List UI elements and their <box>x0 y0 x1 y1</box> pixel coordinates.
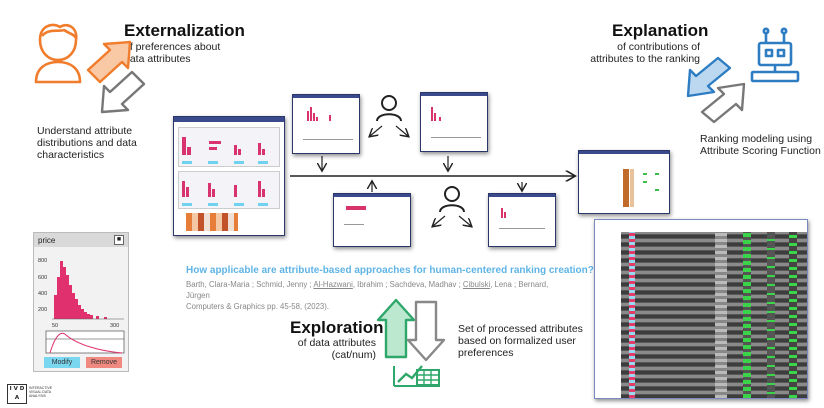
ranking-table-screenshot <box>594 219 808 399</box>
histogram-bars <box>54 261 107 319</box>
explanation-arrows-icon <box>686 56 746 124</box>
ivda-logo: I V D A INTERACTIVE VISUAL DATA ANALYSIS <box>7 384 57 404</box>
price-attribute-card: price ■ 800 600 400 200 50 300 <box>33 232 129 372</box>
person-icon-top <box>376 95 402 122</box>
x-tick-start: 50 <box>52 323 58 329</box>
y-tick-200: 200 <box>38 307 47 313</box>
histogram-screenshot-2 <box>420 92 488 152</box>
exploration-subtitle-line-2: (cat/num) <box>331 349 376 361</box>
paper-citation: Barth, Clara-Maria ; Schmid, Jenny ; Al-… <box>186 279 566 312</box>
exploration-subtitle-line-1: of data attributes <box>297 337 376 349</box>
scoring-function-curve <box>49 332 123 354</box>
understand-note-line-3: characteristics <box>37 149 105 161</box>
citation-venue: Computers & Graphics pp. 45-58, (2023). <box>186 302 330 311</box>
histogram-screenshot-1 <box>292 94 360 154</box>
price-card-header: price ■ <box>34 233 128 247</box>
externalization-subtitle-line-2: data attributes <box>124 53 191 65</box>
ranking-note-line-1: Ranking modeling using <box>700 133 813 145</box>
exploration-subtitle: of data attributes (cat/num) <box>290 337 376 361</box>
explanation-title: Explanation <box>612 21 709 40</box>
citation-authors-part-3: , Lena ; Bernard, Jürgen <box>186 280 549 300</box>
trash-icon[interactable]: ■ <box>114 235 124 245</box>
attribute-overview-screenshot <box>173 116 285 236</box>
modify-button[interactable]: Modify <box>44 357 80 368</box>
price-histogram: 800 600 400 200 50 300 <box>38 258 125 354</box>
processed-note-line-1: Set of processed attributes <box>458 323 583 335</box>
paper-title[interactable]: How applicable are attribute-based appro… <box>186 265 594 276</box>
explanation-subtitle-line-1: of contributions of <box>617 41 700 53</box>
externalization-subtitle: of preferences about data attributes <box>124 41 220 65</box>
citation-author-cibulski: Cibulski <box>462 280 491 289</box>
x-tick-end: 300 <box>110 323 119 329</box>
growth-chart-icon <box>393 365 440 387</box>
person-outline-icon <box>34 23 82 84</box>
logo-letters: I V D A <box>7 384 27 404</box>
processed-note-line-2: based on formalized user <box>458 335 576 347</box>
y-tick-800: 800 <box>38 258 47 264</box>
scoring-function-box <box>45 330 125 354</box>
processed-attributes-note: Set of processed attributes based on for… <box>458 323 583 359</box>
ranking-note-line-2: Attribute Scoring Function <box>700 145 821 157</box>
attribute-detail-screenshot-2 <box>488 193 556 247</box>
ranking-result-screenshot <box>578 150 670 214</box>
person-icon-bottom <box>439 186 465 213</box>
heatmap-thumbnail <box>186 213 238 231</box>
citation-author-hazwani: Al-Hazwani <box>313 280 353 289</box>
y-tick-400: 400 <box>38 291 47 297</box>
externalization-title: Externalization <box>124 21 245 40</box>
understand-note-line-1: Understand attribute <box>37 125 133 137</box>
attribute-detail-screenshot-1 <box>333 193 411 247</box>
externalization-subtitle-line-1: of preferences about <box>124 41 221 53</box>
price-label: price <box>38 236 56 245</box>
explanation-subtitle: of contributions of attributes to the ra… <box>590 41 700 65</box>
ranking-modeling-note: Ranking modeling using Attribute Scoring… <box>700 133 821 157</box>
exploration-arrows-icon <box>376 298 446 362</box>
remove-button[interactable]: Remove <box>86 357 122 368</box>
explanation-subtitle-line-2: attributes to the ranking <box>590 53 700 65</box>
processed-note-line-3: preferences <box>458 347 514 359</box>
understand-note: Understand attribute distributions and d… <box>37 125 137 161</box>
exploration-title: Exploration <box>290 318 384 337</box>
externalization-arrows-icon <box>86 40 146 114</box>
understand-note-line-2: distributions and data <box>37 137 137 149</box>
citation-authors-part-2: , Ibrahim ; Sachdeva, Madhav ; <box>352 280 463 289</box>
robot-icon <box>750 27 800 83</box>
logo-text: INTERACTIVE VISUAL DATA ANALYSIS <box>29 386 53 398</box>
citation-authors-part-1: Barth, Clara-Maria ; Schmid, Jenny ; <box>186 280 314 289</box>
y-tick-600: 600 <box>38 275 47 281</box>
